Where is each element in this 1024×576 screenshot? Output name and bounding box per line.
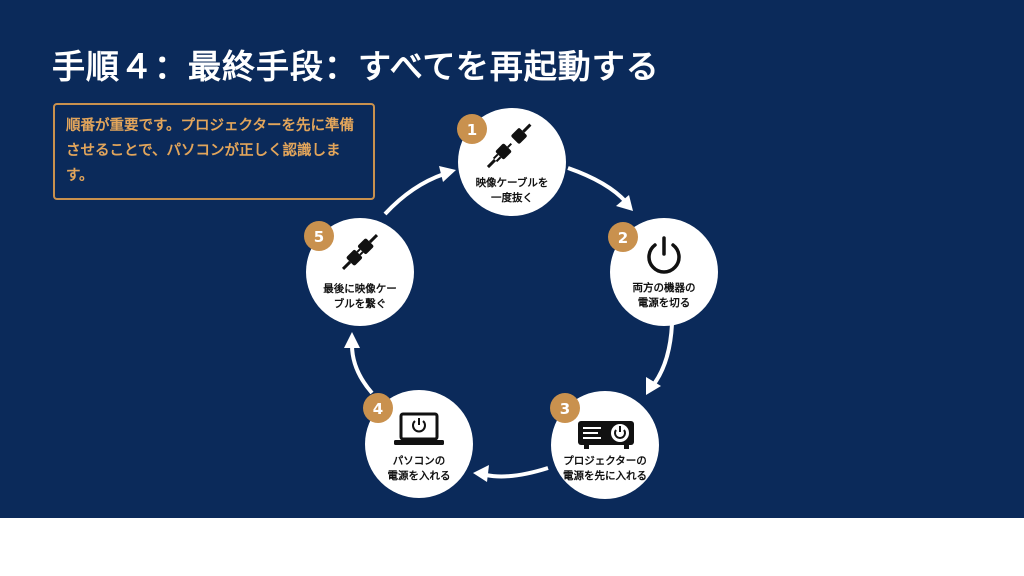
step-4: パソコンの 電源を入れる 4 <box>363 390 473 498</box>
step-3-number: 3 <box>560 400 570 418</box>
arrow-1-to-2 <box>567 166 633 211</box>
step-3: プロジェクターの 電源を先に入れる 3 <box>550 391 659 499</box>
step-2-label-line2: 電源を切る <box>638 296 691 309</box>
laptop-power-icon <box>394 412 444 445</box>
step-5-badge <box>304 221 334 251</box>
step-1-label-line2: 一度抜く <box>491 191 533 204</box>
plug-disconnect-icon <box>486 123 532 169</box>
restart-cycle-diagram: 映像ケーブルを 一度抜く 1 両方の機器の 電源を切る 2 <box>304 108 718 499</box>
arrow-4-to-5 <box>344 332 374 395</box>
step-3-label-line2: 電源を先に入れる <box>563 469 647 482</box>
step-2: 両方の機器の 電源を切る 2 <box>608 218 718 326</box>
projector-power-icon <box>578 421 634 449</box>
step-5-label-line2: ブルを繋ぐ <box>334 297 387 310</box>
step-1-number: 1 <box>467 121 477 139</box>
slide-title: 手順４：最終手段：すべてを再起動する <box>52 47 660 86</box>
step-4-label-line1: パソコンの <box>393 455 446 467</box>
arrow-5-to-1 <box>383 166 456 216</box>
step-1-label-line1: 映像ケーブルを <box>476 176 549 189</box>
plug-connect-icon <box>341 233 379 271</box>
arrow-3-to-4 <box>473 465 549 482</box>
power-icon <box>647 236 681 274</box>
step-3-label-line1: プロジェクターの <box>563 454 647 467</box>
step-2-number: 2 <box>618 229 628 247</box>
slide: 手順４：最終手段：すべてを再起動する 順番が重要です。プロジェクターを先に準備さ… <box>0 0 1024 518</box>
step-5: 最後に映像ケー ブルを繋ぐ 5 <box>304 218 414 326</box>
arrow-2-to-3 <box>646 323 674 395</box>
step-4-badge <box>363 393 393 423</box>
step-5-circle <box>306 218 414 326</box>
step-2-badge <box>608 222 638 252</box>
step-3-badge <box>550 393 580 423</box>
step-4-number: 4 <box>373 400 383 418</box>
step-2-label-line1: 両方の機器の <box>633 281 696 294</box>
step-4-label-line2: 電源を入れる <box>388 469 451 482</box>
step-1-badge <box>457 114 487 144</box>
step-1: 映像ケーブルを 一度抜く 1 <box>457 108 566 216</box>
step-5-label-line1: 最後に映像ケー <box>323 282 397 295</box>
note-box: 順番が重要です。プロジェクターを先に準備させることで、パソコンが正しく認識します… <box>53 103 375 200</box>
step-5-number: 5 <box>314 228 324 246</box>
